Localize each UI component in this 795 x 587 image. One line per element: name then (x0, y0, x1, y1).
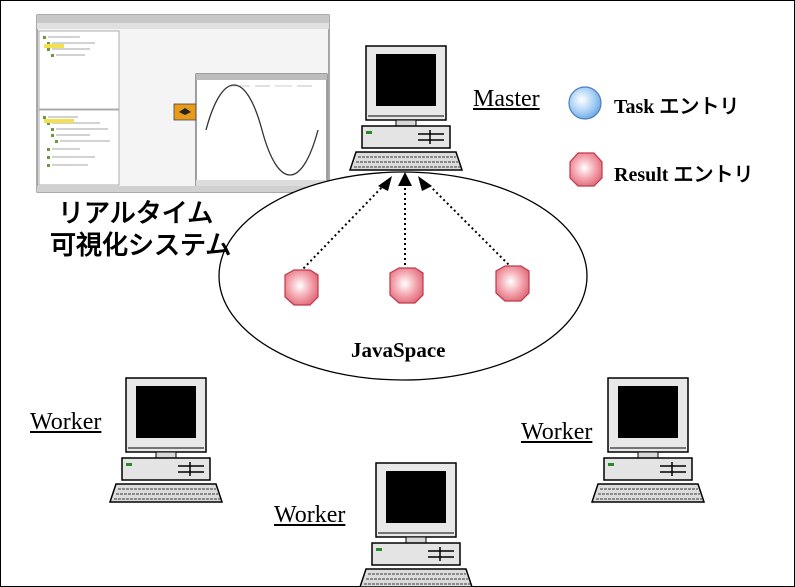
worker-computer-icon (109, 377, 223, 503)
visualization-screenshot (36, 14, 330, 193)
arrowhead-icon (378, 172, 432, 191)
worker-computer-icon (591, 377, 705, 503)
worker-label-bottom: Worker (274, 502, 346, 528)
result-connectors (299, 183, 513, 273)
hexagon-result-icon (389, 267, 424, 304)
worker-computer-icon (359, 462, 473, 587)
worker-label-right: Worker (521, 419, 593, 445)
caption-line-1: リアルタイム (58, 199, 214, 229)
legend-task-label: Task エントリ (614, 96, 740, 118)
caption-line-2: 可視化システム (50, 231, 232, 261)
screenshot-caption: リアルタイム 可視化システム (50, 198, 231, 262)
hexagon-result-icon (495, 265, 530, 302)
master-label: Master (473, 86, 540, 112)
master-computer-icon (349, 45, 463, 171)
worker-label-left: Worker (30, 409, 102, 435)
hexagon-result-icon (284, 269, 319, 306)
javaspace-label: JavaSpace (351, 338, 446, 362)
legend-result-label: Result エントリ (614, 164, 754, 186)
hexagon-result-icon (569, 152, 603, 187)
circle-task-icon (568, 86, 602, 120)
